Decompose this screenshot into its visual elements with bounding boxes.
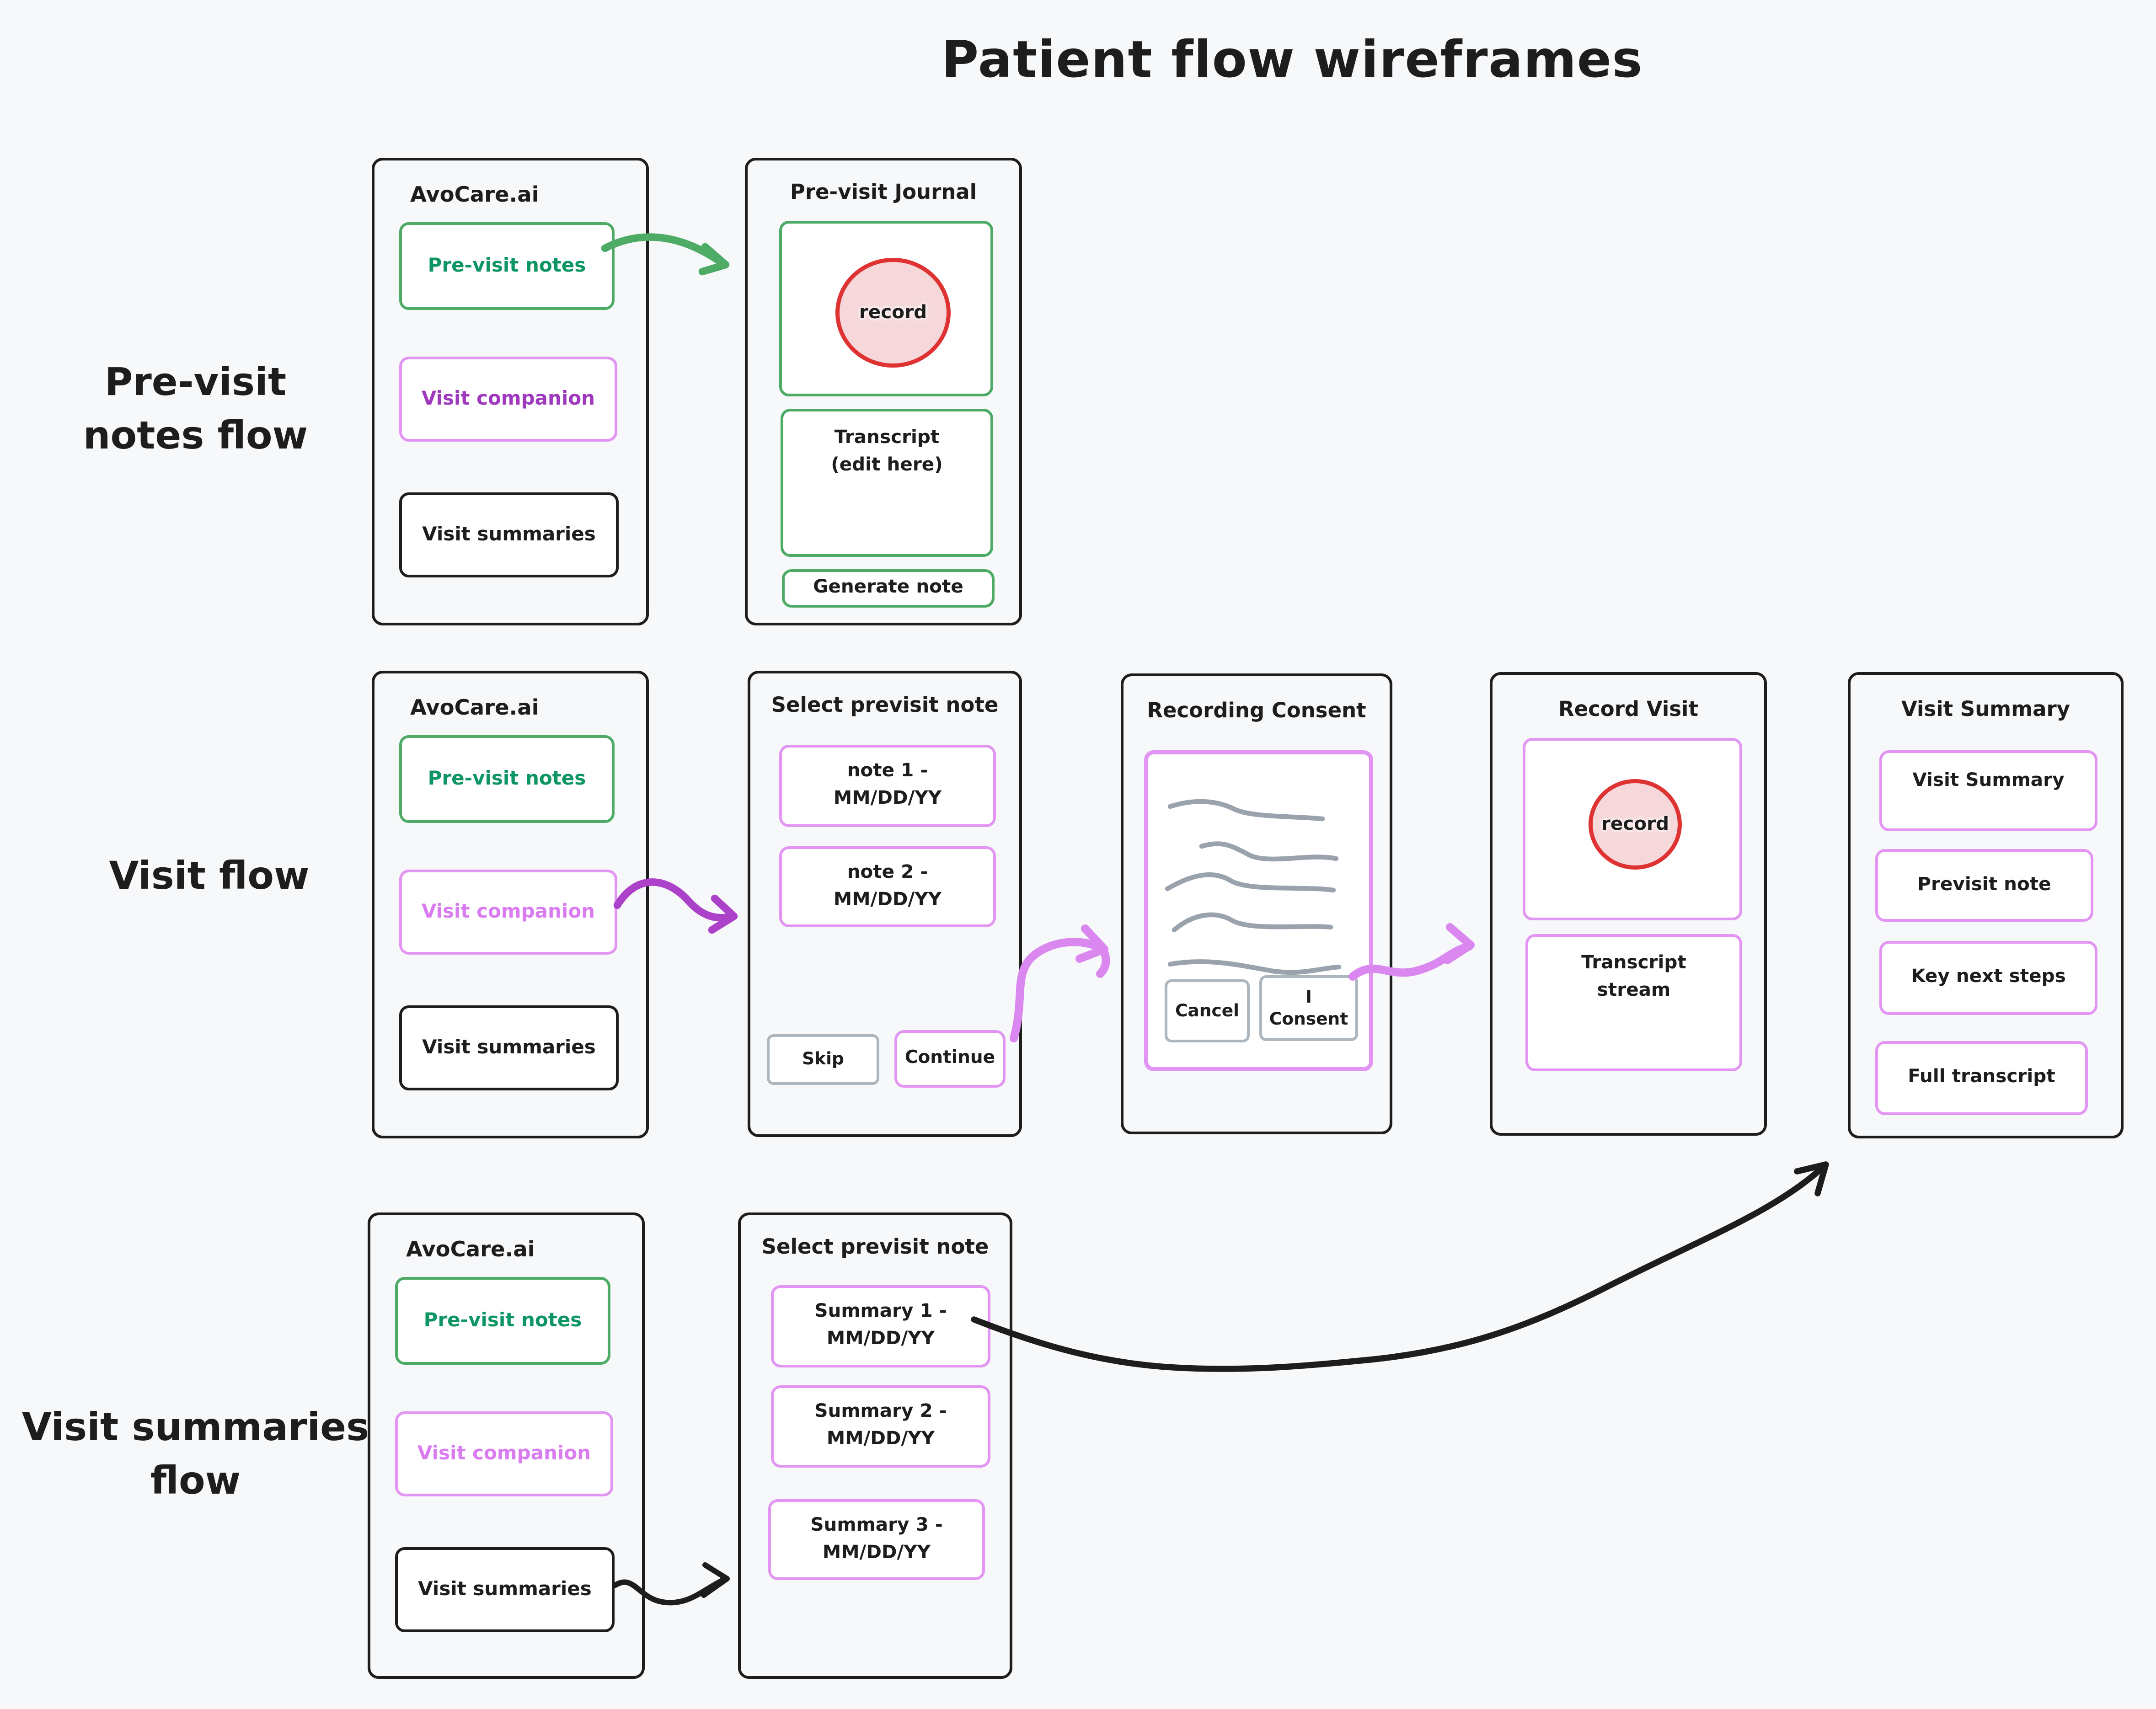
- app-name: AvoCare.ai: [406, 1237, 535, 1262]
- summary-section-full-transcript[interactable]: Full transcript: [1875, 1041, 2088, 1115]
- record-button[interactable]: record: [1589, 779, 1682, 870]
- visit-companion-label: Visit companion: [421, 388, 595, 410]
- flow-label-line: Pre-visit: [104, 359, 287, 405]
- visit-companion-button[interactable]: Visit companion: [399, 870, 617, 955]
- visit-companion-label: Visit companion: [417, 1443, 591, 1465]
- summary-line: Summary 3 -: [810, 1514, 943, 1536]
- continue-label: Continue: [904, 1047, 995, 1068]
- diagram-title: Patient flow wireframes: [941, 30, 1643, 89]
- i-consent-label: I Consent: [1269, 986, 1348, 1031]
- record-button[interactable]: record: [835, 258, 951, 368]
- app-name: AvoCare.ai: [410, 695, 539, 720]
- visit-summary-panel: Visit Summary Visit Summary Previsit not…: [1848, 672, 2124, 1138]
- previsit-journal-panel: Pre-visit Journal record Transcript (edi…: [745, 158, 1022, 625]
- select-summary-panel: Select previsit note Summary 1 - MM/DD/Y…: [738, 1212, 1012, 1679]
- previsit-notes-label: Pre-visit notes: [423, 1310, 582, 1332]
- generate-note-button[interactable]: Generate note: [782, 569, 995, 608]
- transcript-edit-box[interactable]: Transcript (edit here): [781, 409, 993, 557]
- visit-summaries-label: Visit summaries: [422, 524, 596, 546]
- summary-section-visit-summary[interactable]: Visit Summary: [1879, 750, 2097, 831]
- record-label: record: [1601, 813, 1669, 835]
- section-label: Previsit note: [1917, 873, 2051, 896]
- note-line: MM/DD/YY: [833, 787, 942, 809]
- stream-line: stream: [1597, 978, 1671, 1001]
- transcript-edit-label: Transcript (edit here): [831, 425, 943, 479]
- transcript-stream-label: Transcript stream: [1581, 951, 1686, 1004]
- panel-title: Recording Consent: [1147, 698, 1366, 723]
- note-2-label: note 2 - MM/DD/YY: [834, 860, 942, 913]
- visit-summaries-button[interactable]: Visit summaries: [399, 492, 619, 577]
- skip-button[interactable]: Skip: [767, 1034, 879, 1085]
- continue-button[interactable]: Continue: [894, 1030, 1006, 1088]
- section-label: Full transcript: [1908, 1066, 2055, 1088]
- summary-3-label: Summary 3 - MM/DD/YY: [810, 1513, 942, 1566]
- arrow-summary1-to-visit-summary: [971, 1161, 1829, 1372]
- section-label: Key next steps: [1911, 966, 2066, 988]
- transcript-stream-box: Transcript stream: [1525, 934, 1742, 1071]
- visit-summaries-button[interactable]: Visit summaries: [399, 1005, 619, 1090]
- select-previsit-note-panel: Select previsit note note 1 - MM/DD/YY n…: [748, 671, 1022, 1137]
- flow-label-visit: Visit flow: [62, 850, 357, 903]
- summary-line: MM/DD/YY: [822, 1541, 931, 1563]
- visit-companion-button[interactable]: Visit companion: [399, 357, 617, 442]
- summary-section-key-next-steps[interactable]: Key next steps: [1879, 941, 2097, 1015]
- summary-line: MM/DD/YY: [826, 1428, 935, 1450]
- note-line: note 2 -: [847, 861, 928, 883]
- summary-line: Summary 1 -: [814, 1301, 947, 1323]
- summary-1-item[interactable]: Summary 1 - MM/DD/YY: [771, 1285, 990, 1367]
- stream-line: Transcript: [1581, 952, 1686, 974]
- summary-line: Summary 2 -: [814, 1401, 947, 1423]
- note-1-label: note 1 - MM/DD/YY: [834, 759, 942, 812]
- previsit-notes-button[interactable]: Pre-visit notes: [395, 1277, 610, 1365]
- visit-companion-label: Visit companion: [421, 901, 595, 923]
- panel-title: Select previsit note: [771, 693, 999, 717]
- skip-label: Skip: [802, 1048, 844, 1069]
- note-2-item[interactable]: note 2 - MM/DD/YY: [779, 846, 996, 927]
- visit-companion-button[interactable]: Visit companion: [395, 1411, 613, 1496]
- note-1-item[interactable]: note 1 - MM/DD/YY: [779, 745, 996, 827]
- summary-2-label: Summary 2 - MM/DD/YY: [814, 1399, 947, 1453]
- transcript-line: (edit here): [831, 453, 943, 475]
- previsit-notes-label: Pre-visit notes: [428, 255, 586, 277]
- summary-line: MM/DD/YY: [826, 1328, 935, 1350]
- flow-label-line: notes flow: [83, 412, 308, 458]
- record-visit-panel: Record Visit record Transcript stream: [1490, 672, 1767, 1136]
- i-consent-line: I: [1305, 986, 1312, 1007]
- previsit-notes-button[interactable]: Pre-visit notes: [399, 735, 615, 823]
- panel-title: Record Visit: [1558, 697, 1698, 721]
- section-label: Visit Summary: [1912, 769, 2065, 791]
- note-line: note 1 -: [847, 760, 928, 783]
- transcript-line: Transcript: [834, 427, 940, 449]
- flow-label-visit-summaries: Visit summaries flow: [14, 1402, 377, 1508]
- summary-section-previsit-note[interactable]: Previsit note: [1875, 849, 2093, 922]
- panel-title: Pre-visit Journal: [790, 180, 977, 204]
- panel-title: Visit Summary: [1901, 697, 2070, 721]
- app-home-panel-row1: AvoCare.ai Pre-visit notes Visit compani…: [372, 158, 649, 625]
- previsit-notes-button[interactable]: Pre-visit notes: [399, 222, 615, 310]
- arrow-continue-to-consent: [1010, 924, 1110, 1042]
- flow-label-line: flow: [150, 1457, 241, 1503]
- summary-3-item[interactable]: Summary 3 - MM/DD/YY: [768, 1499, 985, 1580]
- record-label: record: [859, 302, 927, 324]
- app-home-panel-row2: AvoCare.ai Pre-visit notes Visit compani…: [372, 671, 649, 1138]
- summary-1-label: Summary 1 - MM/DD/YY: [814, 1299, 947, 1353]
- i-consent-button[interactable]: I Consent: [1259, 975, 1358, 1041]
- panel-title: Select previsit note: [761, 1234, 989, 1259]
- app-home-panel-row3: AvoCare.ai Pre-visit notes Visit compani…: [368, 1212, 645, 1679]
- cancel-label: Cancel: [1175, 999, 1240, 1020]
- visit-summaries-label: Visit summaries: [418, 1579, 592, 1601]
- note-line: MM/DD/YY: [833, 888, 942, 910]
- previsit-notes-label: Pre-visit notes: [428, 768, 586, 790]
- flow-label-line: Visit flow: [109, 853, 310, 898]
- summary-2-item[interactable]: Summary 2 - MM/DD/YY: [771, 1385, 990, 1468]
- flow-label-previsit-notes: Pre-visit notes flow: [34, 357, 357, 463]
- cancel-button[interactable]: Cancel: [1165, 979, 1250, 1042]
- i-consent-line: Consent: [1269, 1008, 1348, 1029]
- recording-consent-panel: Recording Consent Cancel I Consent: [1121, 673, 1392, 1134]
- generate-note-label: Generate note: [813, 576, 963, 598]
- visit-summaries-button[interactable]: Visit summaries: [395, 1547, 615, 1632]
- app-name: AvoCare.ai: [410, 182, 539, 207]
- visit-summaries-label: Visit summaries: [422, 1037, 596, 1059]
- flow-label-line: Visit summaries: [21, 1405, 369, 1450]
